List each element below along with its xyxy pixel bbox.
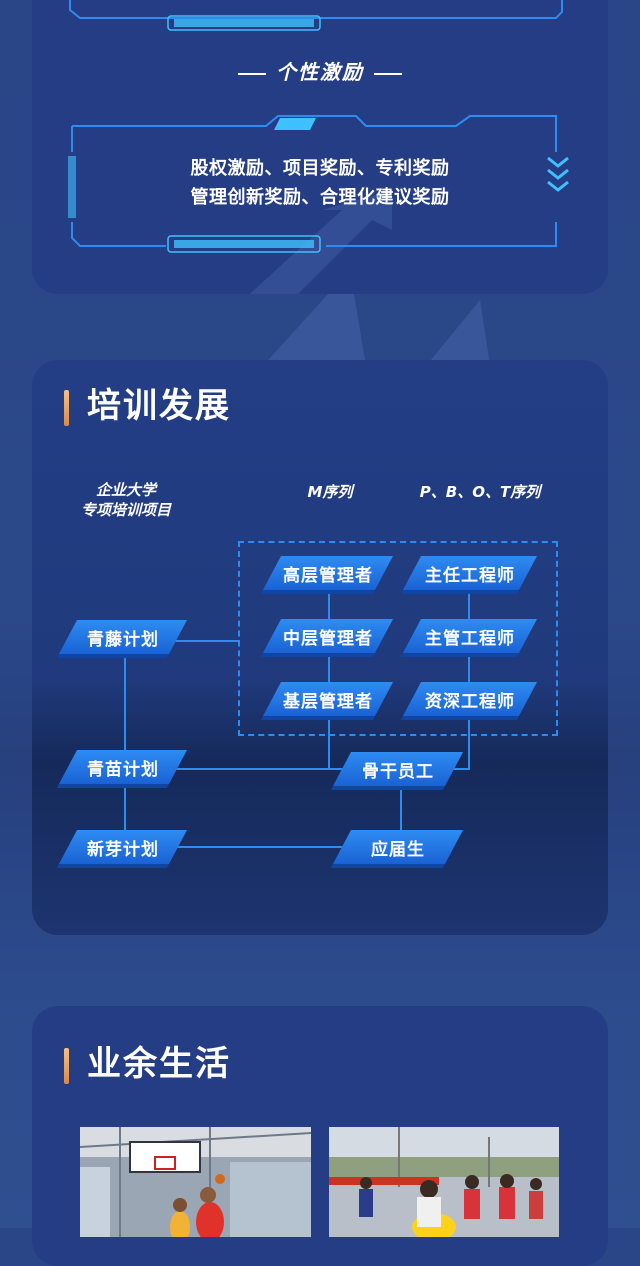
- heading-dash-right: [374, 72, 402, 75]
- career-sequence-box: [238, 541, 558, 736]
- leisure-title: 业余生活: [64, 1036, 231, 1085]
- node-junior-manager: 基层管理者: [262, 682, 394, 716]
- node-qingteng-plan: 青藤计划: [58, 620, 188, 654]
- connector: [468, 590, 470, 770]
- incentive-frame: 股权激励、项目奖励、专利奖励 管理创新奖励、合理化建议奖励: [66, 112, 574, 262]
- training-title: 培训发展: [64, 378, 231, 427]
- leisure-title-text: 业余生活: [87, 1044, 231, 1084]
- connector: [440, 768, 470, 770]
- incentive-line-2: 管理创新奖励、合理化建议奖励: [190, 187, 450, 208]
- label-pbot-sequence: P、B、O、T序列: [419, 483, 541, 501]
- connector: [170, 846, 350, 848]
- label-corporate-university: 企业大学 专项培训项目: [56, 480, 196, 520]
- node-supervisor-engineer: 主管工程师: [402, 619, 538, 653]
- incentive-heading: 个性激励: [0, 56, 640, 85]
- node-xinya-plan: 新芽计划: [58, 830, 188, 864]
- node-graduate: 应届生: [332, 830, 464, 864]
- connector: [170, 768, 350, 770]
- node-senior-engineer: 资深工程师: [402, 682, 538, 716]
- connector: [400, 780, 402, 830]
- basketball-photo: [80, 1127, 311, 1237]
- node-middle-manager: 中层管理者: [262, 619, 394, 653]
- incentive-heading-text: 个性激励: [276, 60, 364, 84]
- heading-dash-left: [238, 72, 266, 75]
- node-qingmiao-plan: 青苗计划: [58, 750, 188, 784]
- incentive-line-1: 股权激励、项目奖励、专利奖励: [190, 158, 450, 179]
- card-arrow-graphic: [249, 190, 392, 294]
- label-corporate-university-line1: 企业大学: [95, 481, 156, 499]
- node-key-employee: 骨干员工: [332, 752, 464, 786]
- label-corporate-university-line2: 专项培训项目: [80, 501, 171, 519]
- title-accent-bar: [64, 389, 69, 426]
- outdoor-activity-photo: [329, 1127, 559, 1237]
- training-title-text: 培训发展: [87, 386, 231, 426]
- connector: [170, 640, 240, 642]
- connector: [328, 590, 330, 770]
- label-m-sequence: M序列: [307, 483, 353, 501]
- top-frame-decoration: [66, 0, 574, 40]
- node-chief-engineer: 主任工程师: [402, 556, 538, 590]
- title-accent-bar: [64, 1047, 69, 1084]
- node-senior-manager: 高层管理者: [262, 556, 394, 590]
